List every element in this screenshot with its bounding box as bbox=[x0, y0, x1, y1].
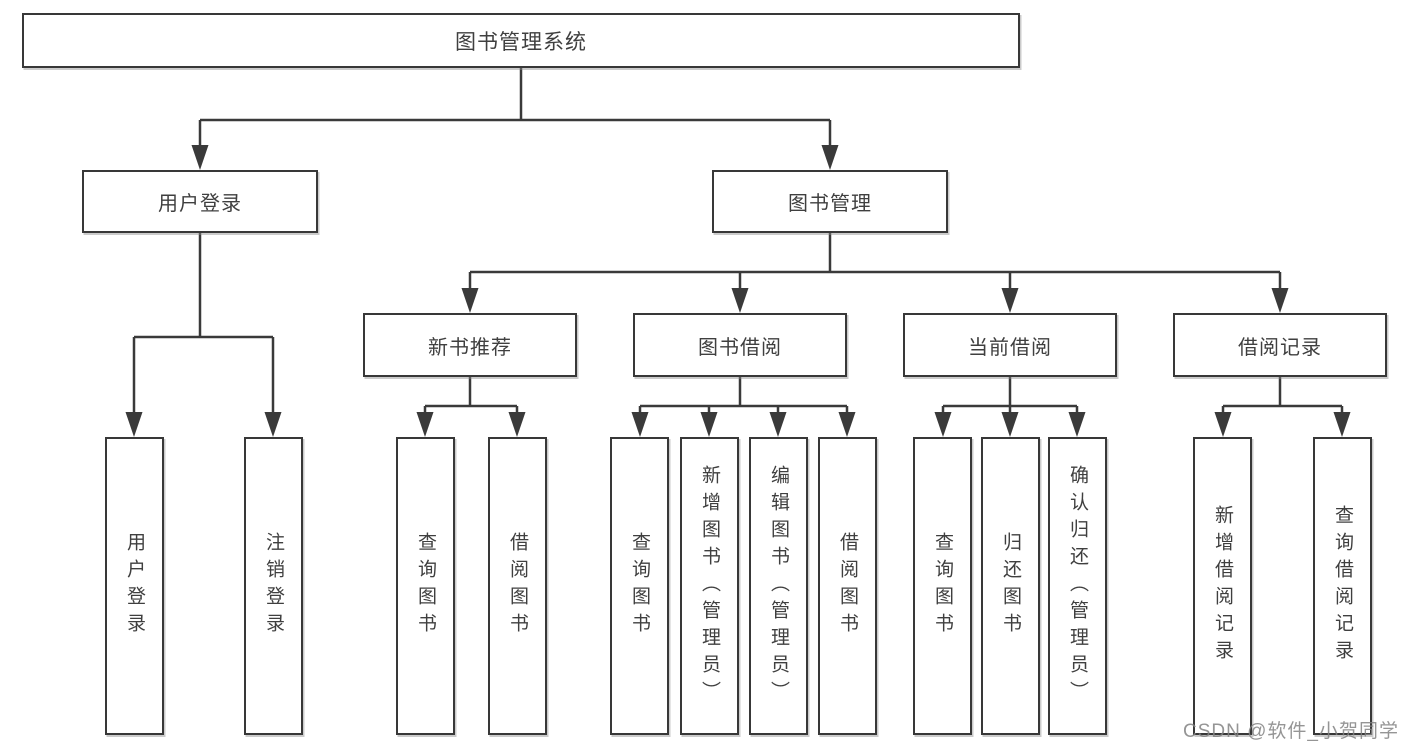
node-new-book-recommendation: 新书推荐 bbox=[363, 313, 577, 377]
leaf-query-borrow-record: 查询借阅记录 bbox=[1313, 437, 1372, 735]
arrow-icon bbox=[934, 412, 952, 437]
node-label: 归还图书 bbox=[1000, 532, 1021, 640]
node-label: 当前借阅 bbox=[968, 336, 1052, 359]
node-book-borrowing: 图书借阅 bbox=[633, 313, 847, 377]
arrow-icon bbox=[1271, 288, 1289, 313]
node-label: 借阅图书 bbox=[507, 532, 528, 640]
arrow-icon bbox=[838, 412, 856, 437]
arrow-icon bbox=[461, 288, 479, 313]
node-label: 新增图书（管理员） bbox=[699, 464, 720, 708]
node-label: 图书借阅 bbox=[698, 336, 782, 359]
node-label: 查询借阅记录 bbox=[1332, 505, 1353, 667]
node-label: 编辑图书（管理员） bbox=[768, 464, 789, 708]
node-label: 注销登录 bbox=[263, 532, 284, 640]
node-current-borrowing: 当前借阅 bbox=[903, 313, 1117, 377]
arrow-icon bbox=[1001, 288, 1019, 313]
arrow-icon bbox=[700, 412, 718, 437]
node-label: 新书推荐 bbox=[428, 336, 512, 359]
leaf-query-books-recommend: 查询图书 bbox=[396, 437, 455, 735]
arrow-icon bbox=[1214, 412, 1232, 437]
watermark: CSDN @软件_小贺同学 bbox=[1183, 721, 1399, 742]
arrow-icon bbox=[264, 412, 282, 437]
node-library-management-system: 图书管理系统 bbox=[22, 13, 1020, 68]
node-label: 用户登录 bbox=[124, 532, 145, 640]
node-label: 确认归还（管理员） bbox=[1067, 464, 1088, 708]
arrow-icon bbox=[769, 412, 787, 437]
connector-borrow-to-leaves bbox=[638, 377, 849, 414]
leaf-borrow-books: 借阅图书 bbox=[818, 437, 877, 735]
arrow-icon bbox=[821, 145, 839, 170]
leaf-return-books: 归还图书 bbox=[981, 437, 1040, 735]
node-label: 查询图书 bbox=[629, 532, 650, 640]
arrow-icon bbox=[125, 412, 143, 437]
node-label: 用户登录 bbox=[158, 193, 242, 215]
leaf-confirm-return-admin: 确认归还（管理员） bbox=[1048, 437, 1107, 735]
leaf-add-borrow-record: 新增借阅记录 bbox=[1193, 437, 1252, 735]
leaf-query-books-borrow: 查询图书 bbox=[610, 437, 669, 735]
arrow-icon bbox=[416, 412, 434, 437]
connector-userlogin-to-leaves bbox=[132, 233, 275, 414]
arrow-icon bbox=[1001, 412, 1019, 437]
connector-current-to-leaves bbox=[941, 377, 1079, 414]
arrow-icon bbox=[1068, 412, 1086, 437]
node-label: 查询图书 bbox=[415, 532, 436, 640]
arrow-icon bbox=[731, 288, 749, 313]
node-label: 图书管理系统 bbox=[455, 30, 587, 54]
node-label: 图书管理 bbox=[788, 193, 872, 215]
leaf-query-books-current: 查询图书 bbox=[913, 437, 972, 735]
leaf-logout: 注销登录 bbox=[244, 437, 303, 735]
leaf-add-book-admin: 新增图书（管理员） bbox=[680, 437, 739, 735]
node-label: 借阅记录 bbox=[1238, 336, 1322, 359]
node-label: 新增借阅记录 bbox=[1212, 505, 1233, 667]
connector-root-to-level2 bbox=[198, 68, 832, 146]
node-book-management: 图书管理 bbox=[712, 170, 948, 233]
arrow-icon bbox=[1333, 412, 1351, 437]
arrow-icon bbox=[191, 145, 209, 170]
connector-recommend-to-leaves bbox=[423, 377, 519, 414]
node-label: 查询图书 bbox=[932, 532, 953, 640]
leaf-edit-book-admin: 编辑图书（管理员） bbox=[749, 437, 808, 735]
arrow-icon bbox=[508, 412, 526, 437]
leaf-user-login: 用户登录 bbox=[105, 437, 164, 735]
connector-bookmgmt-to-level3 bbox=[468, 233, 1282, 289]
node-user-login: 用户登录 bbox=[82, 170, 318, 233]
node-borrowing-records: 借阅记录 bbox=[1173, 313, 1387, 377]
node-label: 借阅图书 bbox=[837, 532, 858, 640]
arrow-icon bbox=[631, 412, 649, 437]
connector-records-to-leaves bbox=[1221, 377, 1344, 414]
leaf-borrow-books-recommend: 借阅图书 bbox=[488, 437, 547, 735]
